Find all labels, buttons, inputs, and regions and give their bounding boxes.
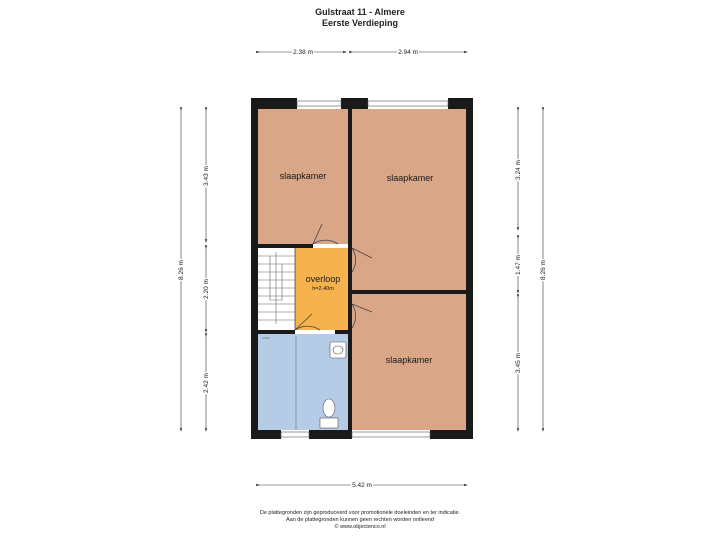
bedroom-bottom-right-fill <box>352 294 466 430</box>
room-label-landing: overloop <box>306 274 341 284</box>
dim-label-right-lower: 3.45 m <box>515 353 522 373</box>
dim-label-right-upper: 3.24 m <box>515 160 522 180</box>
plan-title: Gulstraat 11 - Almere <box>315 7 405 17</box>
dim-label-right-middle: 1.47 m <box>515 255 522 275</box>
interior-walls <box>258 109 466 430</box>
landing-fill <box>295 248 348 330</box>
room-label-bedroom-top-right: slaapkamer <box>387 173 434 183</box>
copyright-link[interactable]: © www.objectenco.nl <box>334 524 386 530</box>
bathroom-fixtures <box>262 336 347 430</box>
dim-label-left-upper: 3.43 m <box>203 166 210 186</box>
bedroom-top-left-fill <box>258 109 348 244</box>
room-label-bedroom-top-left: slaapkamer <box>280 171 327 181</box>
dim-label-top-left: 2.38 m <box>293 49 313 56</box>
dim-label-right-total: 8.26 m <box>540 260 547 280</box>
outer-walls <box>251 98 473 439</box>
staircase <box>258 248 296 330</box>
dim-label-left-total: 8.26 m <box>178 260 185 280</box>
dim-label-left-lower: 2.42 m <box>203 373 210 393</box>
bedroom-top-right-fill <box>352 109 466 290</box>
windows <box>280 100 449 438</box>
dimension-lines <box>179 50 545 487</box>
dim-label-bottom: 5.42 m <box>352 482 372 489</box>
stairwell-fill <box>258 248 295 330</box>
doors <box>294 223 373 331</box>
plan-subtitle: Eerste Verdieping <box>321 18 399 28</box>
room-label-bedroom-bottom-right: slaapkamer <box>386 355 433 365</box>
landing-height-label: h=2.40m <box>312 286 334 292</box>
dim-label-left-middle: 2.20 m <box>203 279 210 299</box>
disclaimer-line-2: Aan de plattegronden kunnen geen rechten… <box>285 517 434 523</box>
dim-label-top-right: 2.94 m <box>398 49 418 56</box>
disclaimer-line-1: De plattegronden zijn geproduceerd voor … <box>259 510 461 516</box>
